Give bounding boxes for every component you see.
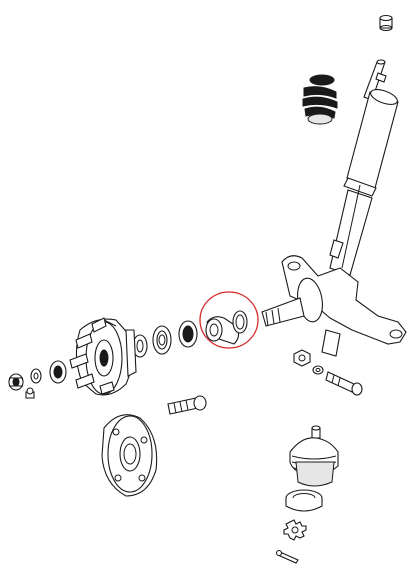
bearing-spacer-ring (205, 310, 248, 345)
ball-joint (289, 425, 339, 487)
tie-rod-bolt (325, 371, 363, 396)
strut-piston-rod (363, 59, 387, 101)
bearing-race (152, 325, 172, 355)
star-lock-washer (283, 519, 307, 541)
knuckle-washer (312, 365, 324, 375)
cotter-pin-small (25, 387, 35, 399)
thrust-washer (30, 368, 42, 384)
rubber-bump-stop (302, 74, 338, 125)
inner-wheel-bearing (178, 320, 198, 348)
ball-joint-retaining-ring (285, 489, 323, 512)
caliper-bolt (167, 395, 207, 415)
brake-rotor (101, 414, 158, 497)
knuckle-nut (293, 349, 311, 367)
strut-top-cap (379, 14, 393, 31)
steering-knuckle (261, 255, 407, 357)
cotter-pin (275, 549, 299, 564)
outer-wheel-bearing (49, 360, 67, 384)
wheel-hub (69, 317, 137, 396)
shock-absorber-strut (329, 89, 399, 276)
highlight-circle (199, 291, 259, 349)
castle-nut (8, 373, 24, 391)
